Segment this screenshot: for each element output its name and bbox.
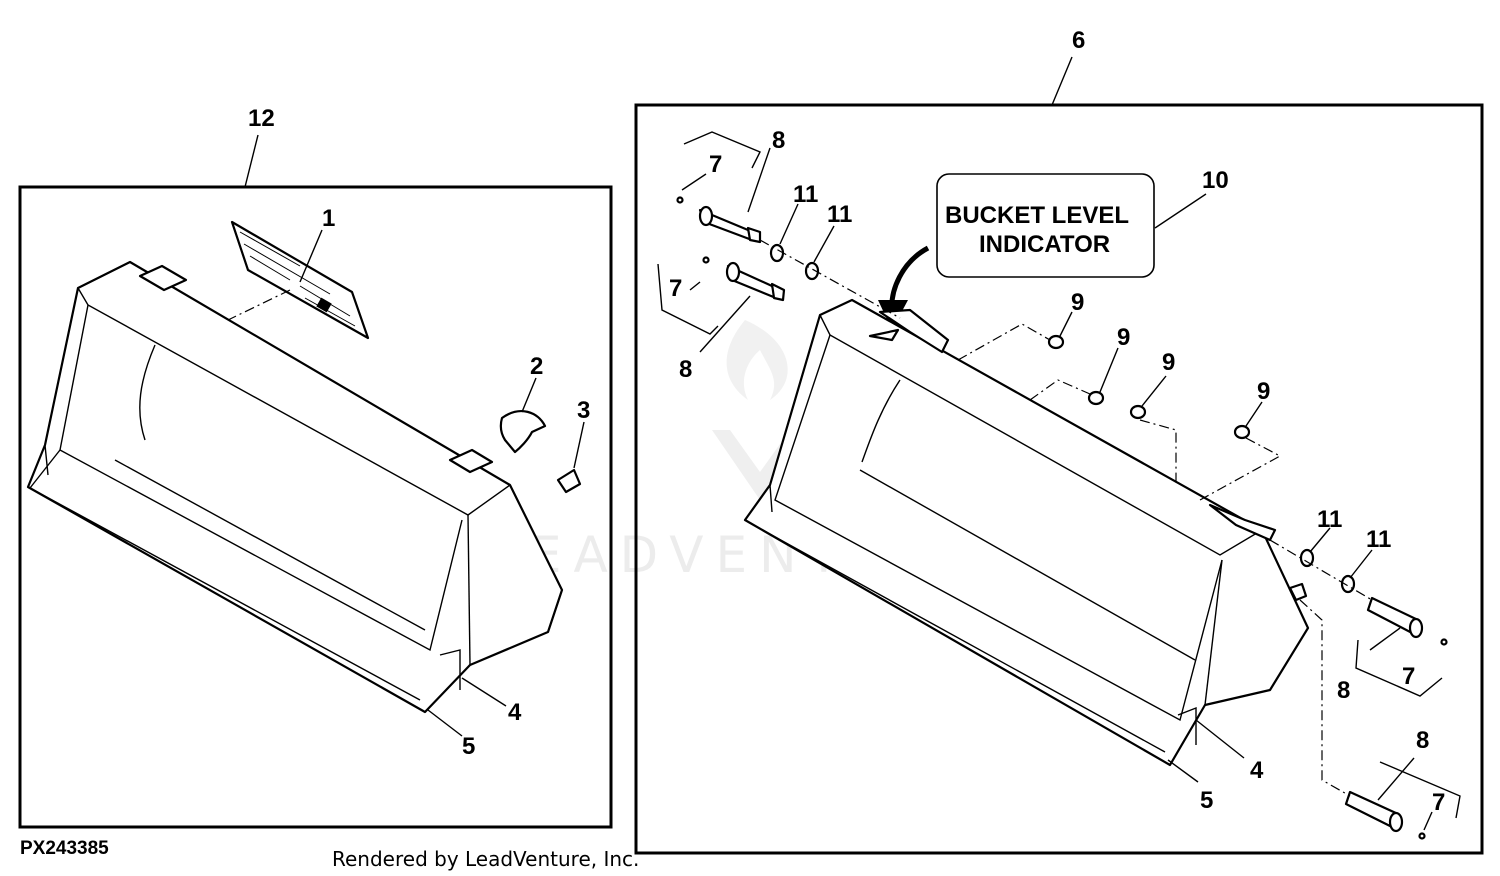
callout-11-bot-a: 11 (1317, 506, 1342, 533)
callout-12: 12 (248, 105, 275, 132)
bucket-left (26, 260, 564, 714)
callout-8-bottom: 8 (1416, 727, 1429, 754)
nuts-9 (1047, 334, 1251, 440)
indicator-callout-box: BUCKET LEVEL INDICATOR (878, 173, 1155, 330)
right-panel-frame (634, 103, 1484, 855)
bucket-right (743, 298, 1310, 767)
callout-7-left: 7 (669, 275, 682, 302)
callout-11-bot-b: 11 (1366, 526, 1391, 553)
callout-7-right: 7 (1402, 663, 1415, 690)
callout-1: 1 (322, 205, 335, 232)
part-3-cap (556, 468, 582, 494)
callout-11-top-a: 11 (793, 181, 818, 208)
figure-id: PX243385 (20, 838, 109, 859)
callout-7-bottom: 7 (1432, 789, 1445, 816)
decal-label (230, 220, 370, 340)
callout-4: 4 (508, 699, 522, 726)
callout-5: 5 (462, 733, 475, 760)
indicator-label-line2: INDICATOR (979, 231, 1110, 258)
render-credit: Rendered by LeadVenture, Inc. (332, 847, 639, 871)
callout-6: 6 (1072, 27, 1085, 54)
pin-upper-1 (676, 196, 762, 244)
right-panel: 6 BUCKET LEVEL INDICATOR 10 (634, 27, 1484, 855)
callout-10: 10 (1202, 167, 1229, 194)
pin-upper-2 (702, 256, 786, 302)
callout-4-right: 4 (1250, 757, 1264, 784)
part-2-clip (499, 410, 547, 454)
callout-11-top-b: 11 (827, 201, 852, 228)
callout-2: 2 (530, 353, 543, 380)
left-panel-frame (18, 185, 613, 829)
callout-3: 3 (577, 397, 590, 424)
callout-5-right: 5 (1200, 787, 1213, 814)
callout-9-d: 9 (1257, 378, 1270, 405)
callout-8-left: 8 (679, 356, 692, 383)
callout-9-b: 9 (1117, 324, 1130, 351)
left-panel: 12 1 2 3 (18, 105, 613, 829)
pin-lower-1 (1366, 596, 1448, 646)
callout-9-a: 9 (1071, 289, 1084, 316)
pin-lower-2 (1344, 790, 1426, 840)
indicator-label-line1: BUCKET LEVEL (945, 202, 1129, 229)
callout-7-top: 7 (709, 151, 722, 178)
callout-8-top: 8 (772, 127, 785, 154)
callout-9-c: 9 (1162, 349, 1175, 376)
callout-8-right: 8 (1337, 677, 1350, 704)
